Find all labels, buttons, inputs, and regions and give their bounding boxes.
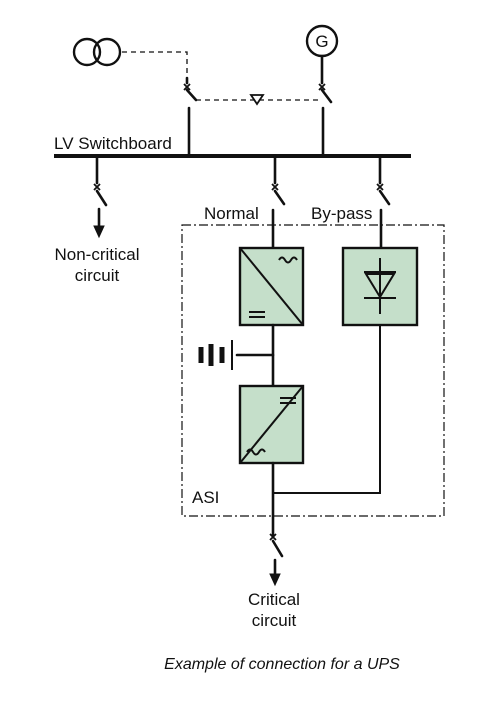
transformer-icon [72, 37, 122, 67]
ups-enclosure [181, 224, 445, 517]
critical-label-line2: circuit [252, 611, 297, 630]
generator-icon: G [305, 24, 339, 58]
inverter-icon [238, 384, 305, 465]
battery-icon [198, 340, 275, 370]
noncritical-label-line1: Non-critical [54, 245, 139, 264]
figure-caption: Example of connection for a UPS [164, 656, 400, 673]
bypass-breaker [376, 154, 391, 250]
transformer-link [122, 51, 188, 78]
normal-breaker [271, 154, 286, 250]
generator-label: G [315, 32, 328, 51]
generator-breaker [318, 54, 333, 157]
noncritical-breaker [93, 154, 108, 239]
rectifier-icon [238, 246, 305, 327]
ups-label: ASI [192, 488, 219, 507]
mains-breaker [183, 76, 198, 157]
critical-breaker [269, 533, 284, 587]
critical-label-line1: Critical [248, 590, 300, 609]
static-switch-icon [341, 246, 419, 327]
lv-switchboard-label: LV Switchboard [54, 134, 172, 153]
interlock-triangle-icon [249, 94, 265, 106]
bypass-output-line [273, 325, 381, 494]
bypass-label: By-pass [311, 204, 372, 223]
normal-label: Normal [204, 204, 259, 223]
noncritical-label-line2: circuit [75, 266, 120, 285]
